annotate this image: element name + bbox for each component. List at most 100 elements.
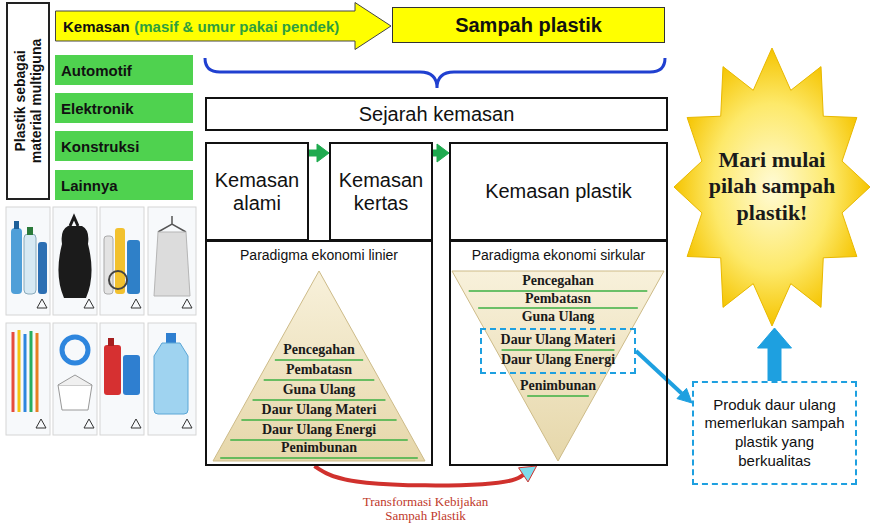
packaging-stage-box: Kemasan kertas (329, 142, 433, 241)
label-text: Lainnya (61, 177, 118, 194)
bottle (127, 240, 140, 294)
bottle-cap (27, 227, 33, 235)
connector-line (309, 150, 317, 157)
recycling-symbol (84, 419, 94, 428)
gallon-cap (166, 333, 176, 343)
photo-frame (53, 207, 97, 315)
packaging-stage-box: Kemasan alami (205, 142, 309, 241)
history-box: Sejarah kemasan (205, 97, 668, 131)
hierarchy-inverted-pyramid: PencegahanPembatasnGuna UlangPenimbunanD… (451, 270, 665, 462)
connector-line (314, 466, 523, 485)
hierarchy-pyramid: PencegahanPembatasnGuna UlangDaur Ulang … (212, 270, 426, 462)
label-text: Daur Ulang Energi (501, 351, 615, 369)
underline-rule (220, 457, 418, 459)
category-label-box: Plastik sebagai material multiguna (6, 2, 50, 200)
photo-frame (100, 207, 144, 315)
arrow-head (677, 388, 692, 403)
connector-line (433, 150, 437, 157)
recycling-arrow (636, 351, 692, 403)
triangle-shape (213, 271, 425, 461)
photo-frame (148, 323, 196, 435)
arrow-head (758, 328, 792, 348)
text-group: Elektronik (55, 93, 193, 123)
label-text: Pencegahan (522, 272, 594, 290)
jerrycan (104, 345, 121, 395)
recycling-symbol (36, 419, 46, 428)
underline-rule (527, 395, 589, 397)
label-text: Guna Ulang (283, 381, 356, 399)
photo-frame (6, 323, 50, 435)
arrow-head (519, 466, 537, 482)
recycling-symbol (182, 419, 192, 428)
text-group: Paradigma ekonomi linier (207, 242, 431, 263)
photo-straws (6, 323, 50, 435)
starburst-shape (674, 48, 870, 326)
photo-frame (53, 323, 97, 435)
recycling-highlight-box: Daur Ulang MateriDaur Ulang Energi (480, 328, 636, 374)
bottle (24, 234, 36, 294)
label-text: Daur Ulang Materi (262, 401, 377, 419)
text-group: Mari mulai pilah sampah plastik! (702, 147, 842, 226)
arrow-shape (56, 3, 392, 50)
bottle-cap (14, 221, 19, 229)
label-text: Penimbunan (520, 377, 596, 395)
text-group: PencegahanPembatasnGuna UlangDaur Ulang … (212, 270, 426, 462)
label-text: Mari mulai pilah sampah plastik! (702, 147, 842, 226)
connector-line (636, 351, 682, 393)
flow-arrow (309, 144, 329, 162)
label-text: Daur Ulang Energi (262, 421, 376, 439)
text-group: Kemasan(masif & umur pakai pendek) (55, 2, 392, 50)
photo-frame (100, 323, 144, 435)
straw (12, 332, 15, 412)
label-text: Daur Ulang Materi (501, 331, 616, 349)
policy-transformation-arrow (314, 466, 536, 485)
triangle-shape (452, 271, 664, 461)
label-text: Paradigma ekonomi sirkular (451, 247, 666, 263)
packaging-stage-box: Kemasan plastik (449, 142, 668, 241)
flow-arrow (433, 144, 449, 162)
text-group: Kemasan kertas (331, 144, 431, 239)
label-text: Sejarah kemasan (359, 103, 515, 126)
wire-coil (109, 271, 127, 289)
underline-rule (502, 349, 615, 351)
text-group: Kemasan plastik (451, 144, 666, 239)
label-text: Produk daur ulang memerlukan sampah plas… (700, 396, 849, 471)
water-gallon (154, 343, 188, 414)
use-box: Konstruksi (55, 131, 193, 161)
underline-rule (478, 307, 638, 309)
arrow-head (437, 144, 449, 162)
label-text: Automotif (61, 62, 132, 79)
label-text: Konstruksi (61, 138, 139, 155)
foam-lid (58, 375, 92, 385)
garment-bag (154, 232, 190, 296)
photo-foam (53, 323, 97, 435)
underline-rule (241, 419, 396, 421)
bottle (115, 228, 125, 294)
connector-label: Transformasi Kebijakan Sampah Plastik (341, 495, 511, 524)
call-to-action-starburst: Mari mulai pilah sampah plastik! (672, 46, 872, 328)
paradigm-box: Paradigma ekonomi sirkularPencegahanPemb… (449, 240, 668, 466)
underline-rule (275, 359, 363, 361)
recycling-symbol (182, 299, 192, 308)
bottle (11, 228, 22, 294)
use-box: Elektronik (55, 93, 193, 123)
jerrycan-cap (108, 338, 114, 346)
label-text: Paradigma ekonomi linier (207, 247, 431, 263)
photo-garbage-bag (53, 207, 97, 315)
photo-frame (6, 207, 50, 315)
text-group: Sejarah kemasan (207, 99, 666, 129)
label-text: Pembatasn (286, 361, 352, 379)
text-group: Kemasan alami (207, 144, 307, 239)
label-text: Pencegahan (283, 341, 355, 359)
note-box: Produk daur ulang memerlukan sampah plas… (692, 381, 857, 485)
recycling-symbol (131, 419, 141, 428)
straw (36, 333, 39, 412)
photo-frame (148, 207, 196, 315)
label-text: Plastik sebagai material multiguna (12, 31, 44, 171)
photo-containers (100, 207, 144, 315)
straw (24, 334, 27, 412)
bag-tie (70, 217, 78, 226)
tape-roll (62, 337, 88, 363)
